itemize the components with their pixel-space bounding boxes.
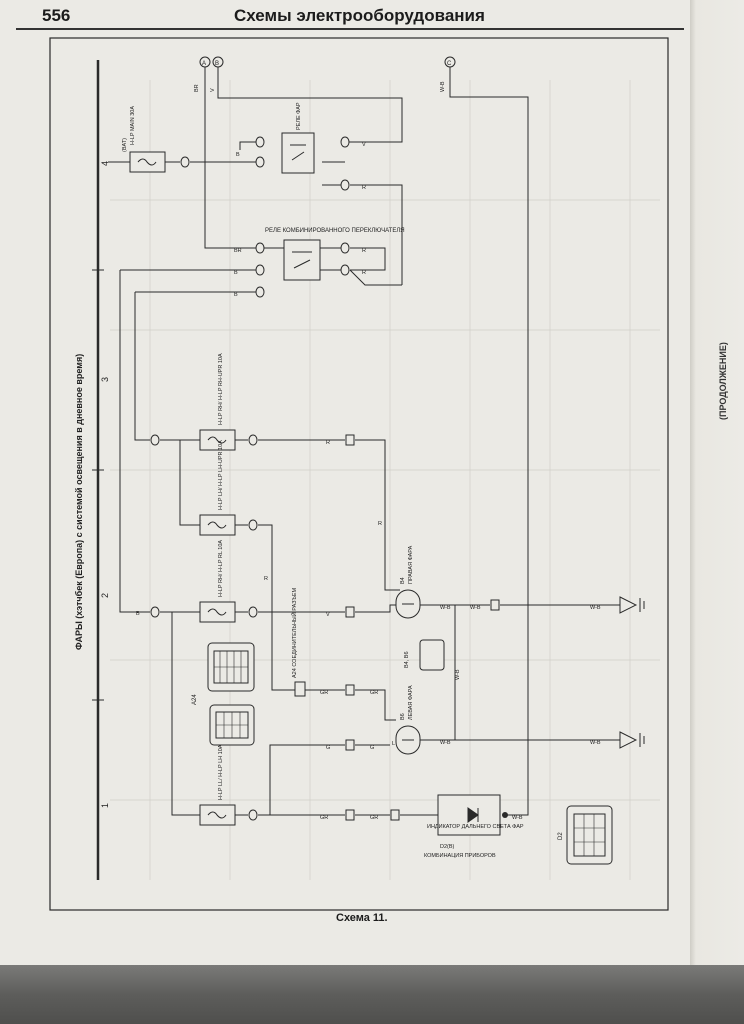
wire-r-5: R [378, 521, 382, 527]
fuse-rh-label: H-LP RH/ H-LP RH-UPR 10A [218, 353, 224, 425]
left-headlamp [395, 725, 421, 755]
a24-label: A24 [192, 694, 198, 705]
left-headlamp-code: B6 [400, 713, 406, 720]
main-fuse [129, 151, 166, 173]
headlamp-relay [281, 132, 315, 174]
wire-wb-7: W-B [512, 815, 523, 821]
wire-gr-3: GR [320, 815, 328, 821]
header-rule [16, 28, 684, 30]
grounds [619, 596, 645, 749]
junction-label: A24 СОЕДИНИТЕЛЬНЫЙ РАЗЪЕМ [290, 587, 298, 678]
wire-wb-3: W-B [590, 605, 601, 611]
wire-r-3: R [362, 270, 366, 276]
facing-page-continued-label: (ПРОДОЛЖЕНИЕ) [718, 342, 728, 420]
indicator-box [437, 794, 501, 836]
wire-wb-1: W-B [440, 605, 451, 611]
junction-connector [294, 681, 306, 697]
wiring-diagram: ФАРЫ (хэтчбек (Европа) с системой освеще… [49, 37, 669, 911]
wire-gr-2: GR [370, 690, 378, 696]
zone-4: 4 [100, 161, 110, 166]
indicator-label: ИНДИКАТОР ДАЛЬНЕГО СВЕТА ФАР [427, 824, 524, 830]
fuses [199, 429, 236, 826]
indicator-terminal [502, 812, 508, 818]
wire-g-1: G [326, 745, 330, 751]
wire-r-6: R [264, 576, 268, 582]
wire-wb-6: W-B [455, 669, 461, 680]
wire-wb-2: W-B [470, 605, 481, 611]
wire-r-4: R [326, 440, 330, 446]
diagram-title: ФАРЫ (хэтчбек (Европа) с системой освеще… [74, 354, 84, 650]
wire-r-1: R [362, 185, 366, 191]
wire-gr-1: GR [320, 690, 328, 696]
b4-b6-label: B4, B6 [404, 651, 410, 668]
zone-1: 1 [100, 803, 110, 808]
combo-relay-label: РЕЛЕ КОМБИНИРОВАННОГО ПЕРЕКЛЮЧАТЕЛЯ [265, 228, 405, 234]
right-headlamp [395, 589, 421, 619]
zone-3: 3 [100, 377, 110, 382]
wire-b-2: B [234, 270, 238, 276]
diagram-frame [49, 37, 669, 911]
fuse-lh-label: H-LP LH/ H-LP LH-UPR 10A [218, 440, 224, 510]
right-headlamp-code: B4 [400, 577, 406, 584]
wire-g-2: G [370, 745, 374, 751]
right-headlamp-label: ПРАВАЯ ФАРА [408, 545, 414, 584]
scan-shadow [0, 965, 744, 1024]
zone-2: 2 [100, 593, 110, 598]
wire-r-2: R [362, 248, 366, 254]
wire-br-2: BR [234, 248, 242, 254]
page-title: Схемы электрооборудования [234, 6, 485, 25]
page-number: 556 [42, 6, 71, 25]
left-headlamp-label: ЛЕВАЯ ФАРА [408, 685, 414, 720]
b4-b6-connector [419, 639, 445, 671]
wires [108, 67, 620, 816]
main-fuse-label: H-LP MAIN 30A [130, 106, 136, 145]
indicator-code: D2(B) [440, 844, 455, 850]
wire-wb-5: W-B [590, 740, 601, 746]
wire-v-2: V [326, 612, 330, 618]
wire-v-b: V [210, 88, 216, 92]
fuse-ll-label: H-LP LL/ H-LP LH 10A [218, 744, 224, 800]
wire-labels: BR V W-B B V R BR B B R R R R R V GR GR … [136, 81, 601, 821]
facing-page-edge [690, 0, 744, 965]
indicator-group: КОМБИНАЦИЯ ПРИБОРОВ [424, 853, 496, 859]
headlamp-relay-label: РЕЛЕ ФАР [296, 102, 302, 130]
fuse-rl-label: H-LP RH/ H-LP RL 10A [218, 540, 224, 597]
wire-b-4: B [136, 611, 140, 617]
combo-relay [283, 239, 321, 281]
wire-wb-4: W-B [440, 740, 451, 746]
wire-b-3: B [234, 292, 238, 298]
wire-wb-c: W-B [440, 81, 446, 92]
connectors [150, 136, 350, 821]
inline-connectors [345, 434, 500, 821]
wire-br-a: BR [194, 84, 200, 92]
main-fuse-source: (BAT) [122, 138, 128, 152]
manual-page [0, 0, 690, 965]
terminal-a-label: A [202, 61, 206, 67]
figure-caption: Схема 11. [336, 912, 388, 924]
wire-gr-4: GR [370, 815, 378, 821]
terminal-b-label: B [215, 61, 219, 67]
d2-label: D2 [558, 832, 564, 840]
wire-v-1: V [362, 142, 366, 148]
terminal-c-label: C [447, 61, 452, 67]
wire-b-1: B [236, 152, 240, 158]
wire-l-1: L [392, 741, 395, 747]
